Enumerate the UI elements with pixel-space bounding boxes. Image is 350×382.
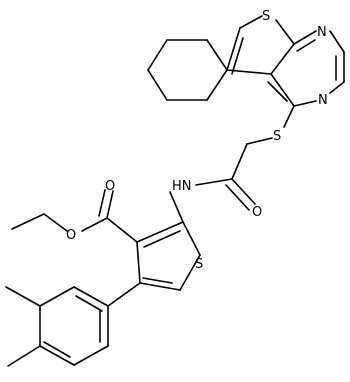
dimethylphenyl-ring: [5, 282, 141, 367]
atom-o-ester-carbonyl: O: [105, 179, 115, 194]
atom-n-amide: HN: [172, 179, 192, 194]
ethyl-ester: [11, 189, 138, 243]
atom-o-ester-ether: O: [66, 228, 76, 243]
atom-labels: S N N S HN O O O S: [66, 9, 328, 272]
thioether-linker: [195, 105, 295, 211]
cyclohexene-ring: [147, 39, 228, 101]
atom-s-thieno: S: [262, 9, 270, 24]
atom-s-thioether: S: [273, 129, 281, 144]
pyrimidine-ring: [267, 30, 345, 107]
atom-n-pyrimidine-bottom: N: [318, 93, 328, 108]
atom-o-amide: O: [252, 205, 262, 220]
atom-n-pyrimidine-top: N: [317, 25, 327, 40]
fused-thiophene-ring: [226, 15, 295, 75]
thiophene-ring: [136, 191, 201, 291]
atom-s-thiophene: S: [195, 257, 203, 272]
